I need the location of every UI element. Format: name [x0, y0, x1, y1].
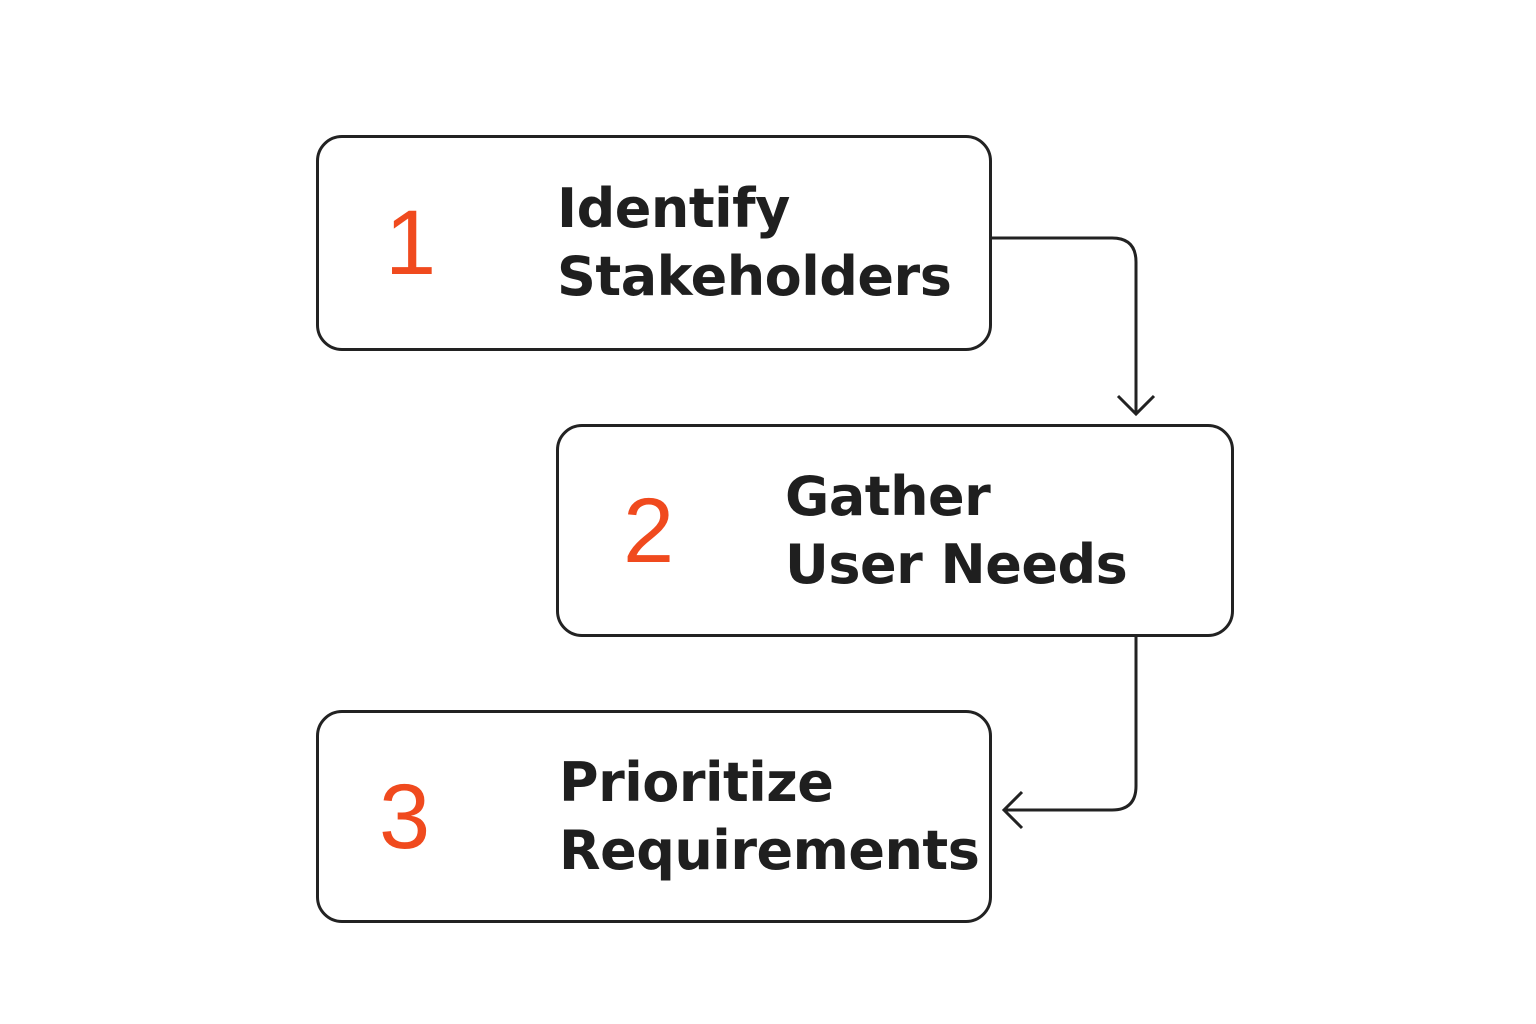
- step-number: 1: [385, 192, 437, 294]
- step-label-line-1: Prioritize: [559, 750, 834, 814]
- step-box-prioritize-requirements: 3 Prioritize Requirements: [316, 710, 992, 923]
- step-label: Gather User Needs: [785, 463, 1128, 599]
- step-label-line-2: Requirements: [559, 818, 980, 882]
- step-number: 2: [623, 479, 675, 582]
- step-label: Prioritize Requirements: [559, 749, 980, 885]
- step-label-line-1: Identify: [557, 177, 790, 240]
- step-box-identify-stakeholders: 1 Identify Stakeholders: [316, 135, 992, 351]
- connector-1-to-2: [992, 236, 1138, 414]
- step-box-gather-user-needs: 2 Gather User Needs: [556, 424, 1234, 637]
- step-label-line-2: Stakeholders: [557, 245, 952, 308]
- step-label-line-2: User Needs: [785, 532, 1128, 596]
- step-label: Identify Stakeholders: [557, 175, 952, 311]
- step-label-line-1: Gather: [785, 464, 991, 528]
- step-number: 3: [379, 765, 431, 868]
- arrowhead-left-icon: [1001, 790, 1024, 830]
- connector-2-to-3: [1004, 637, 1138, 812]
- arrowhead-down-icon: [1116, 394, 1156, 417]
